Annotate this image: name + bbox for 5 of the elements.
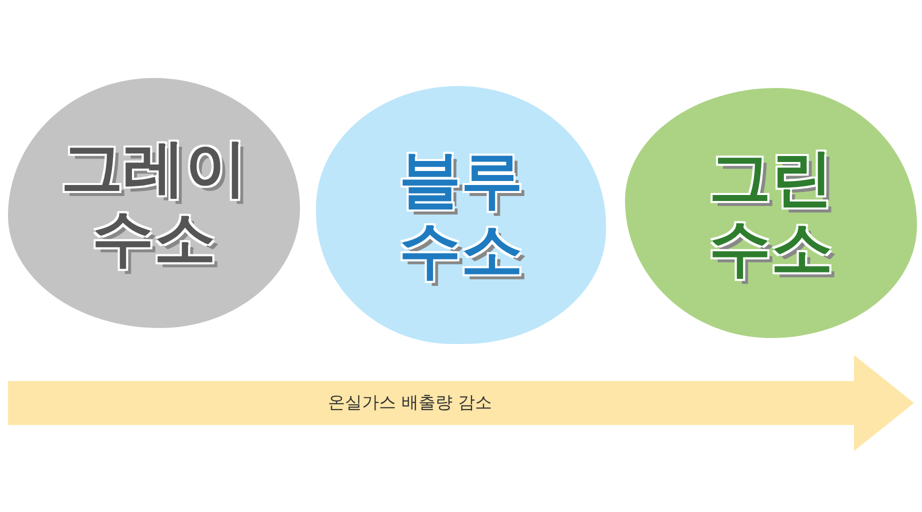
arrow-label: 온실가스 배출량 감소 xyxy=(328,392,492,414)
category-title: 그레이 수소 xyxy=(60,133,248,273)
category-title: 그린 수소 xyxy=(708,143,834,283)
direction-arrow xyxy=(8,355,914,451)
category-title: 블루 수소 xyxy=(398,145,524,285)
